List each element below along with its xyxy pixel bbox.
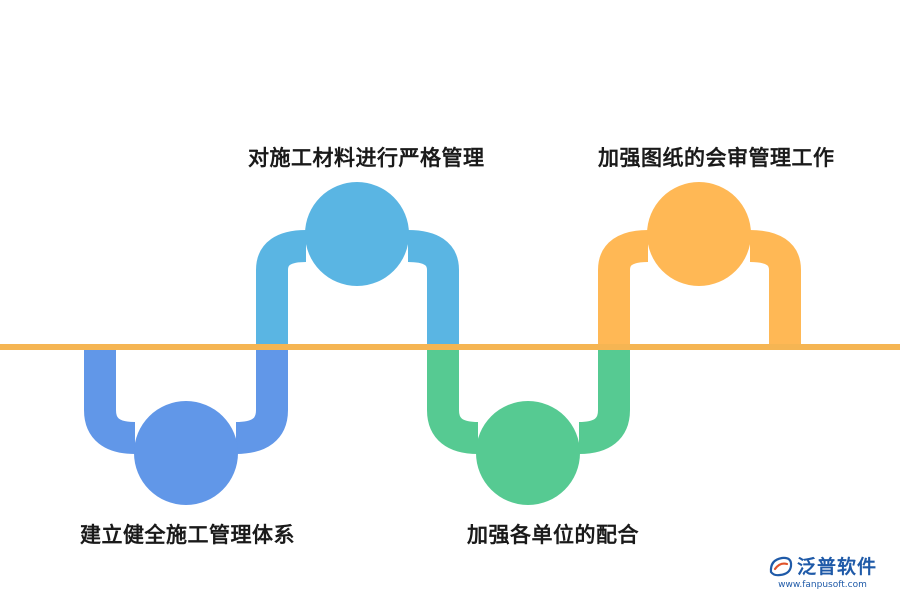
logo-url: www.fanpusoft.com — [778, 580, 867, 590]
step-2-circle — [305, 182, 409, 286]
fanpu-logo-icon — [769, 556, 793, 576]
baseline — [0, 344, 900, 350]
step-3-connector — [427, 348, 630, 454]
step-2-label: 对施工材料进行严格管理 — [248, 146, 485, 170]
step-1-connector — [84, 348, 288, 454]
step-2-connector — [256, 230, 459, 345]
step-4-label: 加强图纸的会审管理工作 — [598, 146, 835, 170]
step-3-circle — [476, 401, 580, 505]
logo-name: 泛普软件 — [797, 556, 878, 578]
step-1-label: 建立健全施工管理体系 — [80, 523, 295, 547]
step-4-connector — [598, 230, 801, 345]
step-1-circle — [134, 401, 238, 505]
step-3-label: 加强各单位的配合 — [467, 523, 639, 547]
step-4-circle — [647, 182, 751, 286]
watermark-logo: 泛普软件 www.fanpusoft.com — [768, 552, 877, 590]
